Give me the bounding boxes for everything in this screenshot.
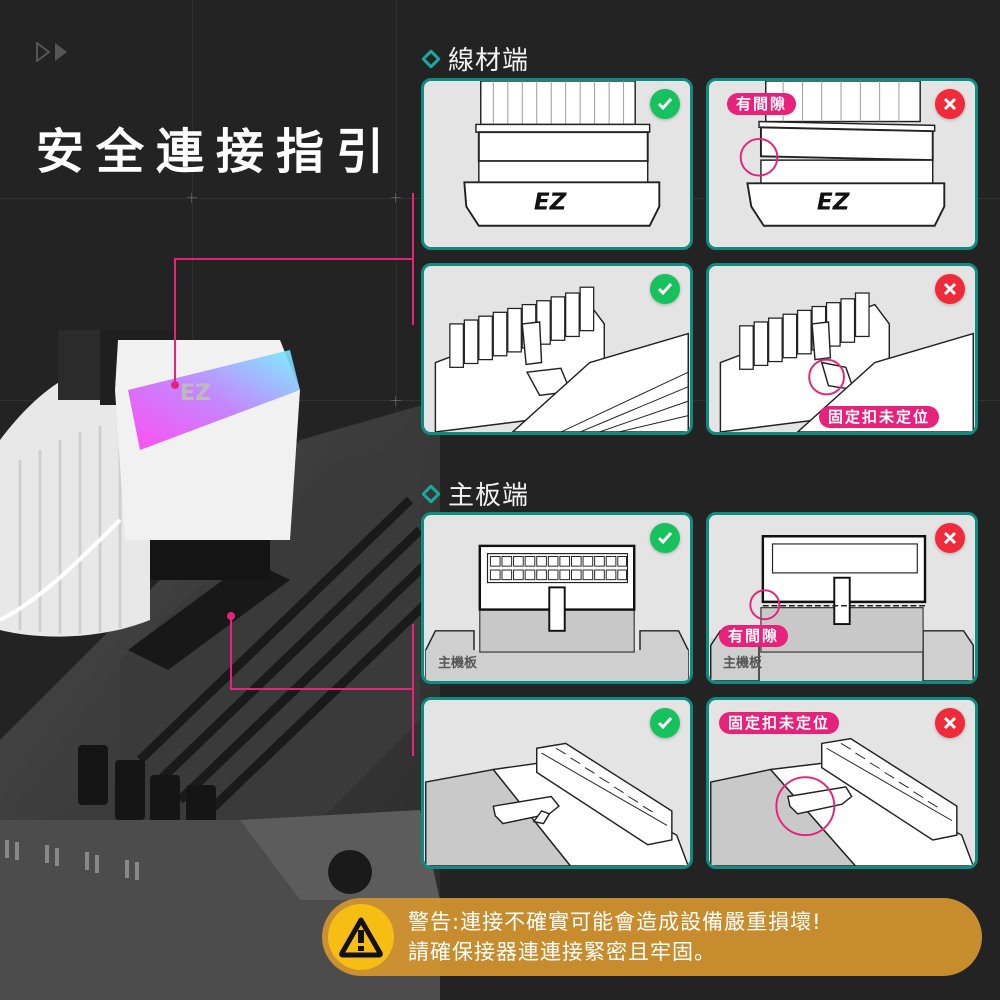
argb-wire (0, 518, 122, 622)
ez-logo: EZ (180, 381, 211, 406)
cross-badge (935, 274, 965, 304)
motherboard-label: 主機板 (723, 656, 763, 671)
check-icon (657, 532, 673, 545)
callout-line (230, 688, 413, 690)
solid-play-icon (55, 43, 67, 61)
warning-line-1: 警告:連接不確實可能會造成設備嚴重損壞! (408, 910, 822, 934)
cross-badge (935, 708, 965, 738)
section-title: 線材端 (448, 46, 530, 76)
connector-pins (150, 540, 270, 580)
screw-cap (328, 850, 372, 894)
connector-latch-engaged-illustration (434, 286, 689, 432)
check-icon (657, 283, 673, 296)
warning-text: 警告:連接不確實可能會造成設備嚴重損壞! 請確保接器連連接緊密且牢固。 (408, 907, 822, 967)
grid-cross-icon (391, 193, 401, 203)
close-icon (943, 97, 957, 111)
callout-dot (227, 612, 235, 620)
check-icon (657, 98, 673, 111)
guide-card-correct: 主機板 (421, 512, 693, 684)
callout-line (174, 258, 413, 260)
section-title: 主板端 (448, 481, 530, 511)
guide-card-correct (421, 697, 693, 869)
braided-cable (0, 364, 150, 637)
rgb-light-bar (128, 350, 300, 450)
mb-connector-flush-illustration (425, 544, 689, 681)
outline-play-icon (36, 42, 51, 62)
mb-latch-not-seated-illustration (710, 737, 975, 866)
diamond-icon (421, 48, 441, 69)
guide-card-incorrect: 有間隙 主機板 (706, 512, 978, 684)
ez-connector-flush-illustration: EZ (463, 81, 661, 227)
page-title: 安全連接指引 (36, 124, 397, 180)
callout-line (174, 258, 176, 384)
check-badge (650, 708, 680, 738)
warning-triangle-icon (339, 917, 383, 958)
check-icon (657, 717, 673, 730)
callout-bracket (412, 193, 414, 325)
callout-bracket (412, 624, 414, 756)
latch-not-seated-tag: 固定扣未定位 (719, 712, 840, 734)
diamond-icon (421, 483, 441, 504)
mb-latch-engaged-illustration (425, 742, 690, 866)
svg-text:EZ: EZ (817, 189, 851, 215)
section-header-cable-side: 線材端 (421, 40, 530, 77)
guide-card-incorrect: 固定扣未定位 (706, 697, 978, 869)
grid-cross-icon (187, 193, 197, 203)
close-icon (943, 531, 957, 545)
cross-badge (935, 523, 965, 553)
close-icon (943, 716, 957, 730)
product-scene-illustration: EZ (0, 330, 440, 1000)
callout-line (230, 616, 232, 689)
svg-text:EZ: EZ (534, 189, 568, 215)
grid-cross-icon (391, 396, 401, 406)
callout-dot (171, 381, 179, 389)
atx-24pin-header (128, 560, 290, 670)
ez-connector-gap-illustration: EZ (739, 81, 946, 227)
close-icon (943, 282, 957, 296)
gap-tag: 有間隙 (719, 625, 789, 647)
warning-banner: 警告:連接不確實可能會造成設備嚴重損壞! 請確保接器連連接緊密且牢固。 (322, 898, 982, 976)
latch-not-seated-tag: 固定扣未定位 (819, 406, 940, 428)
cross-badge (935, 89, 965, 119)
warning-icon-badge (328, 904, 394, 970)
guide-card-incorrect: EZ 有間隙 (706, 78, 978, 250)
warning-line-2: 請確保接器連連接緊密且牢固。 (408, 940, 716, 964)
guide-card-correct (421, 263, 693, 435)
gap-tag: 有間隙 (727, 93, 797, 115)
fan-headers (5, 840, 139, 880)
guide-card-incorrect: 固定扣未定位 (706, 263, 978, 435)
check-badge (650, 523, 680, 553)
ram-slots (136, 496, 440, 824)
check-badge (650, 274, 680, 304)
guide-card-correct: EZ (421, 78, 693, 250)
section-header-motherboard-side: 主板端 (421, 475, 530, 512)
motherboard-label: 主機板 (438, 656, 478, 671)
check-badge (650, 89, 680, 119)
nav-arrows (35, 42, 69, 62)
